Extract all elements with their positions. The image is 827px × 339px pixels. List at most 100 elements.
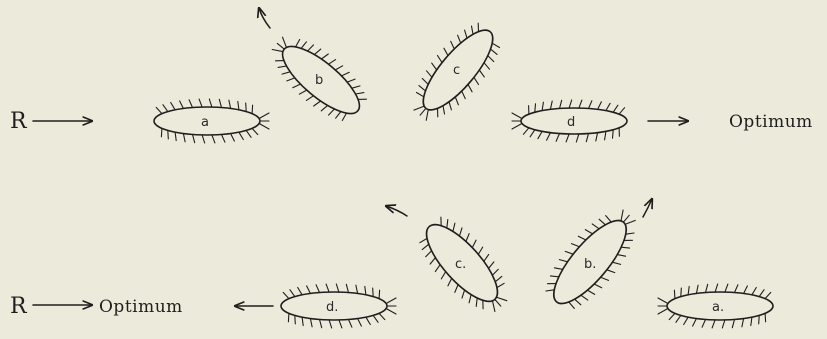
cilium <box>542 102 543 110</box>
cilium <box>550 276 559 277</box>
cilium <box>288 313 289 321</box>
cilium <box>472 240 476 248</box>
cilium <box>497 283 504 287</box>
top-cell-d: d <box>512 100 627 142</box>
cilium <box>426 251 432 257</box>
bottom-stimulus-label: R <box>10 294 28 319</box>
cilium <box>229 100 231 108</box>
cilium <box>578 236 586 240</box>
top-cell-a: a <box>154 99 269 143</box>
cilium <box>465 30 467 38</box>
cilium <box>283 292 289 298</box>
cilium <box>342 72 350 76</box>
cilium <box>347 79 355 82</box>
cilium <box>605 131 606 139</box>
bottom-cell-label-c: c. <box>455 257 466 272</box>
cilium <box>193 135 195 143</box>
cilium <box>546 290 554 291</box>
bottom-cell-label-a: a. <box>712 300 724 315</box>
cilium <box>469 295 471 303</box>
cilium <box>459 228 462 236</box>
cilium <box>365 286 366 294</box>
top-cell-label-b: b <box>315 73 323 88</box>
cilium <box>592 224 599 229</box>
cilium <box>484 254 489 261</box>
cilium <box>366 317 370 324</box>
cilium <box>607 270 615 273</box>
cilium <box>352 86 360 88</box>
cilium <box>581 295 588 300</box>
cilium-tail <box>495 299 501 306</box>
cilium <box>559 260 567 262</box>
cilium <box>422 78 428 84</box>
cilium <box>681 288 682 297</box>
cilium <box>287 78 295 81</box>
cilium <box>329 109 335 115</box>
cilium <box>335 66 342 70</box>
cilium <box>432 63 437 70</box>
cilium <box>569 302 575 308</box>
cilium <box>572 244 580 247</box>
cilium <box>674 290 675 298</box>
cilium <box>329 320 332 328</box>
cilium-tail <box>626 220 636 224</box>
cilium <box>688 286 689 294</box>
cilium <box>626 233 634 234</box>
top-row: R a b c d Optimum <box>10 8 813 143</box>
cilium <box>462 290 465 298</box>
cilium <box>321 54 328 59</box>
cilium <box>476 298 477 306</box>
cilium <box>326 284 329 292</box>
cilium-tail <box>426 110 428 120</box>
cilium <box>308 45 314 51</box>
cilium <box>219 99 221 107</box>
top-stimulus-label: R <box>10 109 28 134</box>
cilium-tail <box>621 210 623 220</box>
bottom-turn-arrow-right <box>643 199 652 217</box>
cilium <box>547 133 551 141</box>
cilium <box>180 101 184 109</box>
cilium <box>449 102 451 110</box>
cilium <box>430 258 435 265</box>
cilium-tail <box>283 37 287 47</box>
top-cell-label-c: c <box>453 63 460 78</box>
cilium-tail <box>658 298 667 303</box>
cilium <box>759 315 760 324</box>
cilium <box>585 230 592 234</box>
cilium <box>306 96 313 101</box>
cilium <box>447 220 448 228</box>
cilium <box>199 99 202 107</box>
cilium <box>491 49 498 54</box>
cilium-tail <box>414 106 424 110</box>
cilium <box>712 320 715 328</box>
cilium <box>479 70 484 77</box>
cilium <box>161 128 162 136</box>
cilium <box>417 93 424 97</box>
cilium <box>598 102 602 110</box>
cilium <box>621 247 630 248</box>
cilium <box>314 49 320 55</box>
cilium <box>466 234 469 242</box>
cilium <box>523 128 529 135</box>
cilium <box>455 285 458 293</box>
cilium <box>438 56 443 63</box>
cilium <box>576 134 579 142</box>
cilium <box>339 320 342 328</box>
cilium <box>231 134 235 142</box>
cilium <box>550 101 552 109</box>
cilium <box>735 285 738 293</box>
cilium <box>492 43 499 47</box>
cilium <box>702 320 705 328</box>
cilium <box>444 48 448 55</box>
cilium <box>492 269 498 275</box>
cilium <box>379 290 380 298</box>
cilium <box>336 284 339 292</box>
cilium-tail <box>493 301 495 311</box>
cilium <box>478 247 482 254</box>
bottom-row: R Optimum d. c. b. a. <box>10 199 773 328</box>
cilium <box>419 86 426 91</box>
cilium <box>474 77 479 84</box>
cilium <box>455 97 458 105</box>
